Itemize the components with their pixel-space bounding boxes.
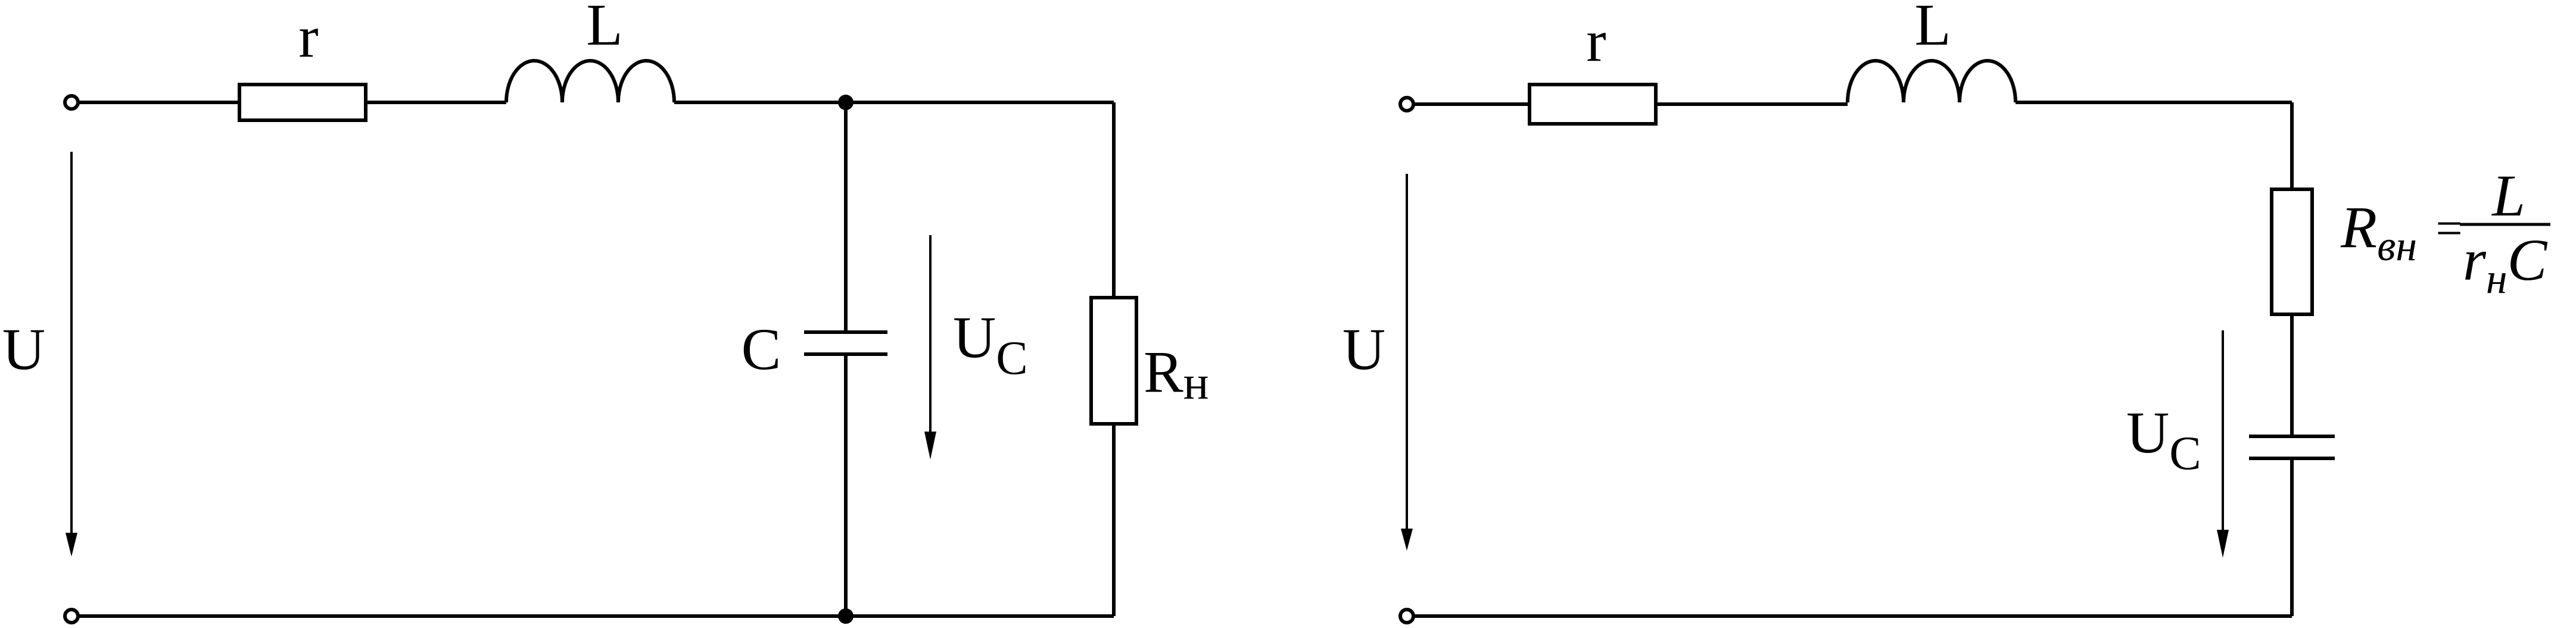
left-circuit (63, 59, 1138, 624)
fraction-den-sub: н (2486, 255, 2508, 302)
fraction-denominator: rнC (2463, 227, 2548, 302)
left-load-resistor (1089, 296, 1138, 426)
fraction-numerator: L (2491, 163, 2525, 229)
left-inductor (504, 59, 676, 103)
right-top-terminal (1398, 96, 1415, 113)
left-u-arrowhead (66, 533, 77, 557)
left-uc-label: UC (953, 304, 1028, 385)
fraction-den-c: C (2508, 227, 2548, 293)
right-inductor (1846, 59, 2017, 103)
left-load-label: Rн (1144, 339, 1209, 410)
fraction-den-r: r (2463, 227, 2487, 293)
left-capacitor-label: C (742, 316, 781, 382)
rin-sub: вн (2377, 222, 2417, 270)
left-bottom-terminal (63, 608, 80, 624)
rin-label: Rвн (2340, 194, 2417, 270)
right-uc-arrowhead (2217, 530, 2229, 558)
left-uc-main: U (953, 304, 996, 370)
rin-equals: = (2435, 202, 2462, 255)
left-inductor-label: L (586, 0, 622, 58)
left-bottom-node (838, 608, 854, 624)
right-u-arrowhead (1401, 529, 1413, 551)
right-circuit (1398, 59, 2550, 624)
right-inductor-label: L (1914, 0, 1951, 58)
right-uc-main: U (2126, 399, 2169, 465)
left-top-terminal (63, 94, 80, 111)
right-resistor-label: r (1586, 8, 1606, 74)
left-resistor-label: r (298, 4, 318, 70)
right-uc-sub: C (2169, 427, 2201, 480)
right-resistor-r (1528, 83, 1658, 126)
left-uc-arrowhead (924, 432, 936, 460)
left-load-main: R (1144, 339, 1183, 405)
right-rin-resistor (2270, 188, 2314, 316)
left-uc-sub: C (996, 332, 1027, 385)
right-voltage-label: U (1342, 316, 1385, 382)
left-voltage-label: U (2, 316, 45, 382)
right-bottom-terminal (1398, 608, 1415, 624)
left-resistor-r (238, 83, 367, 122)
left-load-sub: н (1183, 357, 1209, 410)
rin-main: R (2340, 194, 2377, 260)
right-uc-label: UC (2126, 399, 2201, 480)
